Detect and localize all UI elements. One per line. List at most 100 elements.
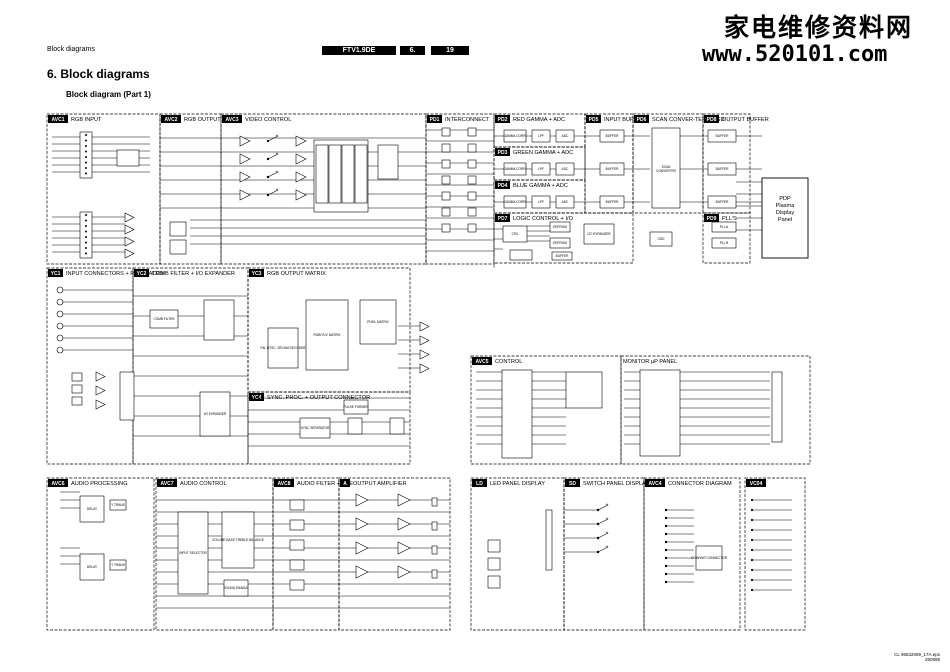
amplifier-symbol bbox=[397, 541, 411, 555]
block-tag-box bbox=[222, 115, 242, 123]
scan-converter-label: SCAN bbox=[662, 165, 672, 169]
interconnect-pin bbox=[441, 127, 451, 137]
sound-enable-block bbox=[223, 579, 249, 597]
connector-pin bbox=[664, 516, 668, 520]
rgb-matrix-chip bbox=[305, 299, 349, 371]
block-title: RED GAMMA + ADC bbox=[513, 117, 565, 123]
block-tag-label: VC04 bbox=[750, 481, 763, 487]
amplifier-symbol bbox=[355, 517, 369, 531]
gamma-correction-chip bbox=[503, 195, 527, 209]
block-frame-avc6 bbox=[46, 477, 155, 631]
switch-blade bbox=[267, 154, 277, 160]
block-tag-label: PD3 bbox=[498, 150, 508, 156]
pulse-former-chip bbox=[343, 399, 369, 415]
chip-label: EEPROM bbox=[553, 225, 567, 229]
chip-label: BUFFER bbox=[556, 254, 569, 258]
led-block bbox=[487, 575, 501, 589]
ytrans-chip bbox=[109, 559, 127, 571]
block-tag-box bbox=[340, 479, 350, 487]
output-buffer-chip bbox=[707, 129, 737, 143]
chip-label: GAMMA CORR. bbox=[503, 134, 526, 138]
connector-pin bbox=[750, 588, 754, 592]
header-model: FTV1.9DE bbox=[342, 47, 376, 54]
low-pass-filter-chip bbox=[531, 162, 551, 176]
block-frame-yc1 bbox=[46, 267, 134, 465]
block-tag-label: PD2 bbox=[498, 117, 508, 123]
block-title: AUDIO CONTROL bbox=[180, 481, 227, 487]
connector-pin bbox=[750, 528, 754, 532]
ytrans-chip bbox=[109, 499, 127, 511]
amplifier-symbol bbox=[124, 236, 135, 247]
footer-file-ref: CL 96532059_17A.eps 260899 bbox=[894, 652, 940, 662]
block-frame-yc2 bbox=[132, 267, 249, 465]
amplifier-symbol bbox=[95, 399, 106, 410]
block-tag-label: SD bbox=[569, 481, 576, 487]
connector-pin bbox=[85, 230, 87, 233]
compair-connector bbox=[695, 545, 723, 571]
block-title: RGB OUTPUT MATRIX bbox=[267, 271, 326, 277]
pdp-label-2: Plasma bbox=[776, 203, 796, 209]
amplifier-symbol bbox=[95, 385, 106, 396]
sync-block bbox=[116, 149, 140, 167]
switch-contact bbox=[275, 134, 279, 138]
block-frame-monitor bbox=[620, 355, 811, 465]
block-tag-label: PD6 bbox=[637, 117, 647, 123]
block-title: INPUT BUFFER bbox=[604, 117, 645, 123]
cinch-connector bbox=[56, 298, 64, 306]
connector-pin bbox=[85, 167, 87, 169]
chip-label: BUFFER bbox=[606, 134, 619, 138]
chip-label: ADC bbox=[562, 134, 569, 138]
block-tag-label: YC2 bbox=[137, 271, 147, 277]
block-title: AUDIO FILTER + DBE bbox=[297, 481, 353, 487]
block-title: MONITOR µP PANEL bbox=[623, 359, 677, 365]
amplifier-symbol bbox=[355, 541, 369, 555]
header-page-box: 19 bbox=[431, 46, 469, 55]
footer-date-code: 260899 bbox=[924, 657, 940, 662]
interconnect-pin bbox=[441, 175, 451, 185]
block-frames bbox=[46, 113, 811, 631]
block-title: RGB INPUT bbox=[71, 117, 102, 123]
switch-contact bbox=[275, 152, 279, 156]
amplifier-symbol bbox=[239, 189, 251, 201]
connector-pin bbox=[664, 564, 668, 568]
osd-chip bbox=[649, 231, 673, 247]
chip-label: ADC bbox=[562, 200, 569, 204]
chip-label: BUFFER bbox=[606, 200, 619, 204]
connector-pin bbox=[85, 145, 87, 147]
polarity-block bbox=[509, 249, 533, 261]
chip-label: PIXEL MATRIX bbox=[367, 320, 389, 324]
switch-blade bbox=[597, 547, 607, 553]
gamma-correction-chip bbox=[503, 162, 527, 176]
switch-contact bbox=[605, 545, 609, 549]
block-tag-box bbox=[48, 115, 68, 123]
block-tag-label: AVC7 bbox=[161, 481, 174, 487]
block-tag-label: PD8 bbox=[707, 117, 717, 123]
amplifier-symbol bbox=[124, 212, 135, 223]
schmitt-trigger bbox=[347, 417, 363, 435]
block-tag-label: PD4 bbox=[498, 183, 508, 189]
block-tag-box bbox=[634, 115, 649, 123]
delay-chip bbox=[79, 553, 105, 581]
chip-label: COMB FILTER bbox=[153, 317, 175, 321]
cinch-connector bbox=[56, 322, 64, 330]
scan-converter-chip bbox=[651, 127, 681, 209]
cinch-connector bbox=[56, 334, 64, 342]
amplifier-symbol bbox=[419, 349, 430, 360]
chip-label: I/O EXPANDER bbox=[204, 412, 227, 416]
chip-label: LPF bbox=[538, 134, 544, 138]
header-chapter-box: 6. bbox=[400, 46, 425, 55]
block-frame-pd9 bbox=[702, 212, 751, 264]
connector-pin bbox=[664, 540, 668, 544]
block-tag-box bbox=[472, 357, 492, 365]
led-block bbox=[487, 557, 501, 571]
block-title: BLUE GAMMA + ADC bbox=[513, 183, 568, 189]
switch-contact bbox=[605, 531, 609, 535]
interconnect-pin bbox=[467, 159, 477, 169]
filter-stage bbox=[289, 539, 305, 551]
switch-blade bbox=[597, 519, 607, 525]
pdp-label-3: Display bbox=[776, 210, 795, 216]
output-buffer-chip bbox=[707, 162, 737, 176]
adc-chip bbox=[555, 129, 575, 143]
block-title: LOGIC CONTROL + I/O bbox=[513, 216, 574, 222]
